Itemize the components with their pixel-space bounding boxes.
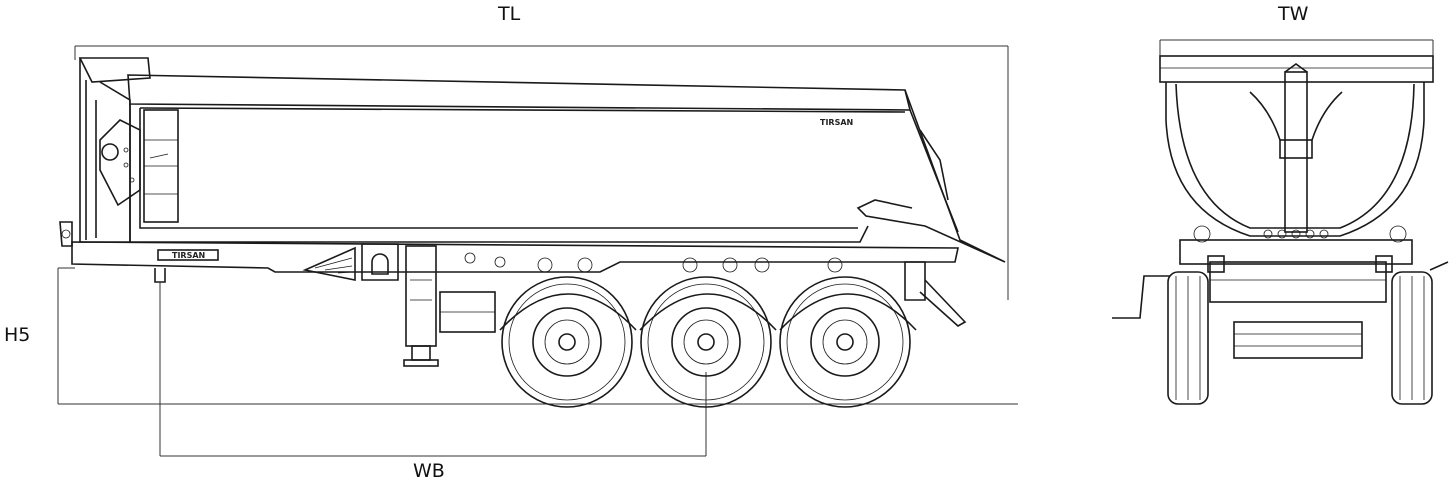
height-label: H5 xyxy=(4,324,31,346)
rear-view xyxy=(1112,55,1449,405)
chassis-logo: TIRSAN xyxy=(172,251,205,260)
body-logo: TIRSAN xyxy=(820,118,853,127)
total-length-label: TL xyxy=(498,3,521,25)
axle-3-wheel xyxy=(779,276,911,408)
axle-1-wheel xyxy=(501,276,633,408)
side-view: TIRSAN TIRSAN xyxy=(59,57,1006,408)
wheelbase-label: WB xyxy=(413,460,445,482)
total-width-label: TW xyxy=(1278,3,1309,25)
axle-2-wheel xyxy=(640,276,772,408)
